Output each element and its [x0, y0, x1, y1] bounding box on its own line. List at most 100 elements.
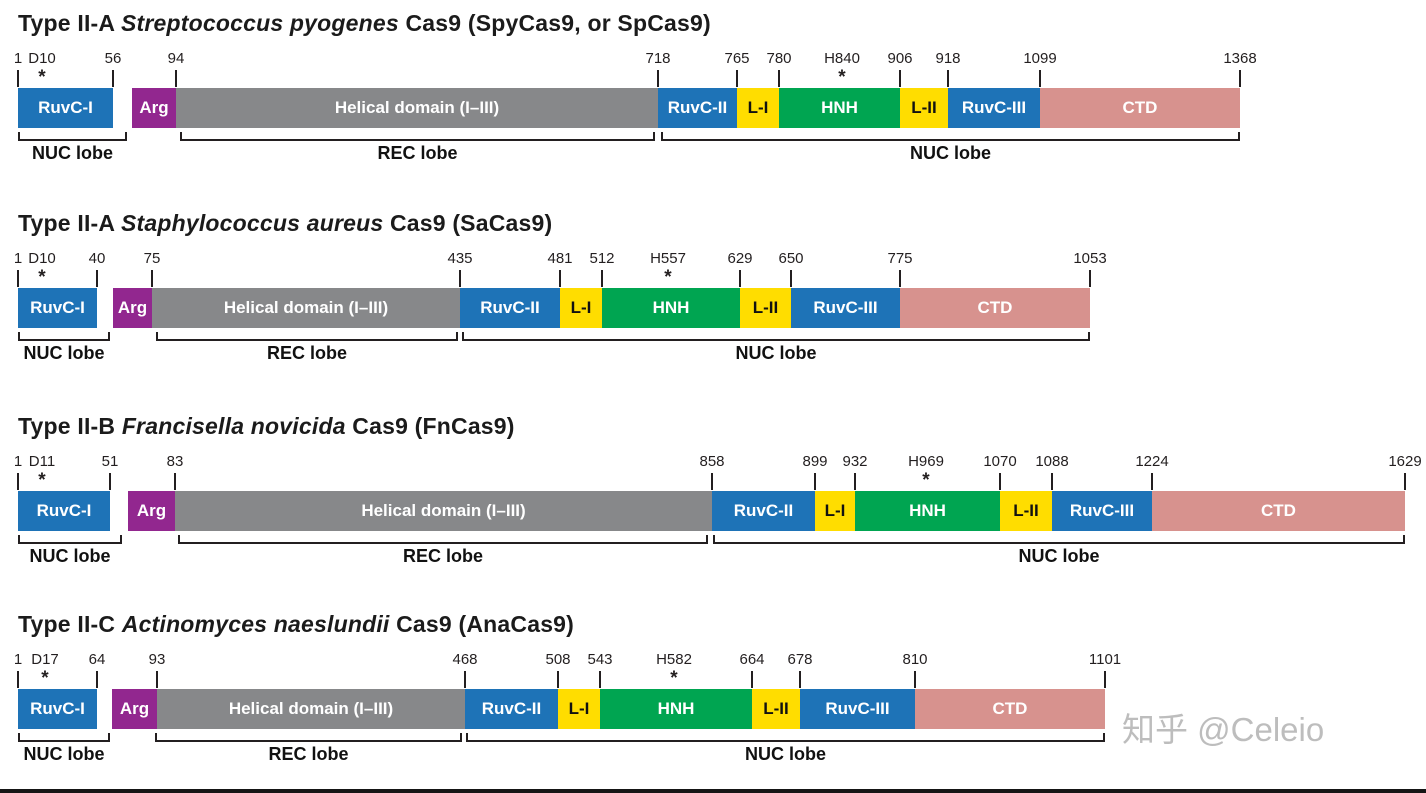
domain-helical-domain-i-iii: Helical domain (I–III)	[157, 689, 465, 729]
construct-row-sacas9: Type II-A Staphylococcus aureus Cas9 (Sa…	[0, 210, 1426, 380]
residue-number: 1	[13, 651, 23, 668]
tick-mark	[1151, 473, 1153, 490]
domain-ruvc-ii: RuvC-II	[658, 88, 737, 128]
tick-mark	[814, 473, 816, 490]
catalytic-residue-asterisk: *	[41, 668, 49, 689]
construct-title: Type II-A Staphylococcus aureus Cas9 (Sa…	[18, 210, 552, 237]
species-name: Streptococcus pyogenes	[120, 10, 399, 36]
lobe-bracket	[156, 332, 458, 341]
tick-mark	[790, 270, 792, 287]
construct-type: Type II-C	[18, 611, 122, 637]
domain-ruvc-i: RuvC-I	[18, 689, 97, 729]
tick-mark	[601, 270, 603, 287]
construct-title: Type II-A Streptococcus pyogenes Cas9 (S…	[18, 10, 711, 37]
tick-mark	[854, 473, 856, 490]
residue-number: 775	[887, 250, 913, 267]
residue-number: 678	[787, 651, 813, 668]
domain-hnh: HNH	[602, 288, 740, 328]
lobe-bracket	[462, 332, 1090, 341]
lobe-bracket	[18, 535, 122, 544]
residue-number: 1088	[1035, 453, 1069, 470]
tick-mark	[17, 70, 19, 87]
domain-ruvc-ii: RuvC-II	[460, 288, 560, 328]
catalytic-residue-asterisk: *	[38, 470, 46, 491]
tick-mark	[1039, 70, 1041, 87]
tick-mark	[599, 671, 601, 688]
residue-number: 508	[545, 651, 571, 668]
construct-suffix: Cas9 (AnaCas9)	[389, 611, 575, 637]
catalytic-residue-label: D11	[28, 453, 56, 470]
residue-number: 543	[587, 651, 613, 668]
bottom-border	[0, 789, 1426, 793]
residue-number: 481	[547, 250, 573, 267]
lobe-label: NUC lobe	[23, 744, 105, 764]
residue-number: 1070	[983, 453, 1017, 470]
catalytic-residue-label: D10	[28, 250, 56, 267]
domain-ruvc-iii: RuvC-III	[1052, 491, 1152, 531]
domain-ruvc-iii: RuvC-III	[791, 288, 900, 328]
residue-number: 1629	[1388, 453, 1422, 470]
catalytic-residue-label: H969	[908, 453, 944, 470]
tick-mark	[999, 473, 1001, 490]
domain-arg: Arg	[113, 288, 152, 328]
residue-number: 64	[88, 651, 106, 668]
tick-mark	[557, 671, 559, 688]
lobe-label: NUC lobe	[1018, 546, 1100, 566]
tick-mark	[899, 270, 901, 287]
domain-helical-domain-i-iii: Helical domain (I–III)	[175, 491, 712, 531]
domain-arg: Arg	[128, 491, 175, 531]
domain-ctd: CTD	[900, 288, 1090, 328]
residue-number: 83	[166, 453, 184, 470]
residue-number: 718	[645, 50, 671, 67]
residue-number: 56	[104, 50, 122, 67]
residue-number: 650	[778, 250, 804, 267]
tick-mark	[799, 671, 801, 688]
residue-number: 94	[167, 50, 185, 67]
domain-ruvc-i: RuvC-I	[18, 88, 113, 128]
tick-mark	[464, 671, 466, 688]
lobe-label: NUC lobe	[735, 343, 817, 363]
residue-number: 1	[13, 50, 23, 67]
residue-number: 780	[766, 50, 792, 67]
domain-ruvc-iii: RuvC-III	[800, 689, 915, 729]
lobe-label: REC lobe	[266, 343, 348, 363]
domain-ruvc-i: RuvC-I	[18, 288, 97, 328]
residue-number: 629	[727, 250, 753, 267]
catalytic-residue-label: D17	[31, 651, 59, 668]
construct-title: Type II-C Actinomyces naeslundii Cas9 (A…	[18, 611, 574, 638]
domain-l-ii: L-II	[900, 88, 948, 128]
tick-mark	[1239, 70, 1241, 87]
residue-number: 1101	[1088, 651, 1122, 668]
domain-l-i: L-I	[815, 491, 855, 531]
tick-mark	[112, 70, 114, 87]
tick-mark	[17, 671, 19, 688]
domain-ctd: CTD	[915, 689, 1105, 729]
domain-l-i: L-I	[560, 288, 602, 328]
domain-l-i: L-I	[737, 88, 779, 128]
residue-number: 93	[148, 651, 166, 668]
catalytic-residue-asterisk: *	[38, 67, 46, 88]
tick-mark	[914, 671, 916, 688]
lobe-label: NUC lobe	[29, 546, 111, 566]
catalytic-residue-label: H557	[650, 250, 686, 267]
tick-mark	[711, 473, 713, 490]
catalytic-residue-label: D10	[28, 50, 56, 67]
lobe-label: REC lobe	[402, 546, 484, 566]
domain-ruvc-ii: RuvC-II	[712, 491, 815, 531]
construct-type: Type II-A	[18, 10, 121, 36]
lobe-bracket	[18, 733, 110, 742]
domain-hnh: HNH	[600, 689, 752, 729]
domain-helical-domain-i-iii: Helical domain (I–III)	[176, 88, 658, 128]
residue-number: 664	[739, 651, 765, 668]
domain-l-ii: L-II	[1000, 491, 1052, 531]
tick-mark	[151, 270, 153, 287]
lobe-label: NUC lobe	[910, 143, 991, 163]
domain-l-ii: L-II	[752, 689, 800, 729]
domain-helical-domain-i-iii: Helical domain (I–III)	[152, 288, 460, 328]
residue-number: 899	[802, 453, 828, 470]
residue-number: 1099	[1023, 50, 1057, 67]
species-name: Staphylococcus aureus	[120, 210, 384, 236]
residue-number: 906	[887, 50, 913, 67]
lobe-bracket	[178, 535, 708, 544]
domain-ctd: CTD	[1040, 88, 1240, 128]
